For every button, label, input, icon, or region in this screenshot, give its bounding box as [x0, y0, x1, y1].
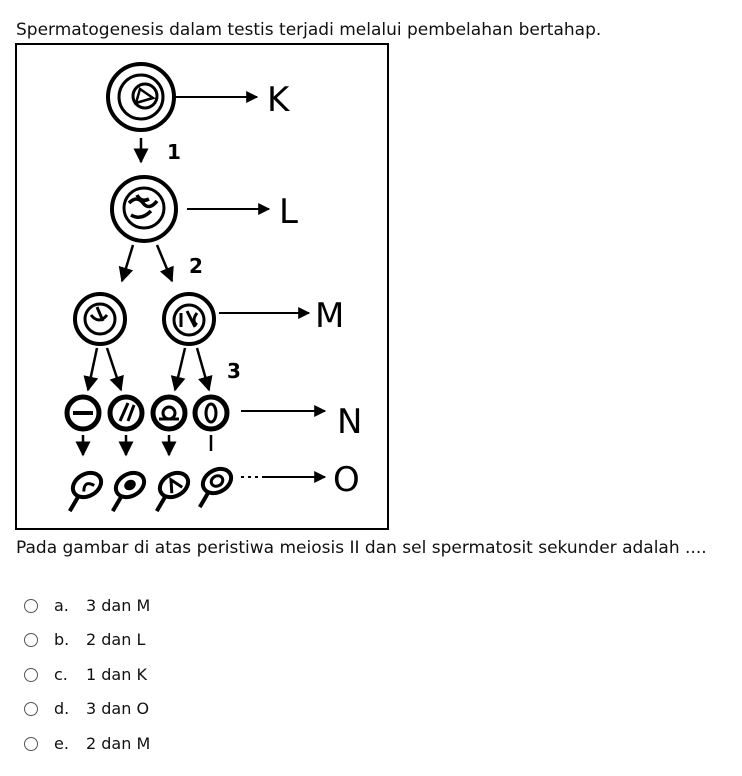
spermatid-cells: [64, 394, 230, 432]
option-c[interactable]: c. 1 dan K: [24, 659, 244, 693]
secondary-spermatocyte-cell-left: [73, 292, 127, 346]
arrow-step-2-right: [155, 244, 174, 283]
step-3-label: 3: [227, 359, 241, 383]
option-letter: c.: [54, 665, 68, 684]
question-intro: Spermatogenesis dalam testis terjadi mel…: [16, 20, 602, 40]
option-letter: a.: [54, 596, 69, 615]
arrow-step-2-left: [118, 244, 135, 283]
diagram-canvas: K 1 L 2 M 3: [64, 62, 362, 513]
label-o: O: [333, 460, 360, 500]
question-prompt: Pada gambar di atas peristiwa meiosis II…: [16, 538, 707, 558]
spermatogenesis-diagram: K 1 L 2 M 3: [15, 43, 389, 530]
option-text: 3 dan O: [86, 699, 150, 718]
arrow-step-3-a: [83, 347, 99, 392]
step-2-label: 2: [189, 254, 203, 278]
step-1-label: 1: [167, 140, 181, 164]
radio-icon[interactable]: [24, 633, 38, 647]
option-letter: b.: [54, 630, 70, 649]
primary-spermatocyte-cell: [110, 175, 178, 243]
radio-icon[interactable]: [24, 599, 38, 613]
option-a[interactable]: a. 3 dan M: [24, 590, 244, 624]
radio-icon[interactable]: [24, 668, 38, 682]
option-b[interactable]: b. 2 dan L: [24, 624, 244, 658]
sperm-cells: [68, 466, 234, 513]
label-n: N: [337, 402, 362, 442]
arrow-step-3-b: [105, 347, 124, 392]
option-text: 2 dan L: [86, 630, 146, 649]
arrow-step-3-c: [170, 347, 187, 392]
option-text: 3 dan M: [86, 596, 151, 615]
secondary-spermatocyte-cell-right: [162, 292, 216, 346]
option-d[interactable]: d. 3 dan O: [24, 693, 244, 727]
option-letter: e.: [54, 734, 69, 753]
spermatogonium-cell: [106, 62, 176, 132]
option-text: 1 dan K: [86, 665, 147, 684]
label-l: L: [279, 192, 298, 232]
arrow-step-3-d: [195, 347, 213, 392]
label-m: M: [315, 296, 344, 336]
radio-icon[interactable]: [24, 737, 38, 751]
radio-icon[interactable]: [24, 702, 38, 716]
option-letter: d.: [54, 699, 70, 718]
option-e[interactable]: e. 2 dan M: [24, 728, 244, 762]
label-k: K: [267, 80, 291, 120]
option-text: 2 dan M: [86, 734, 151, 753]
